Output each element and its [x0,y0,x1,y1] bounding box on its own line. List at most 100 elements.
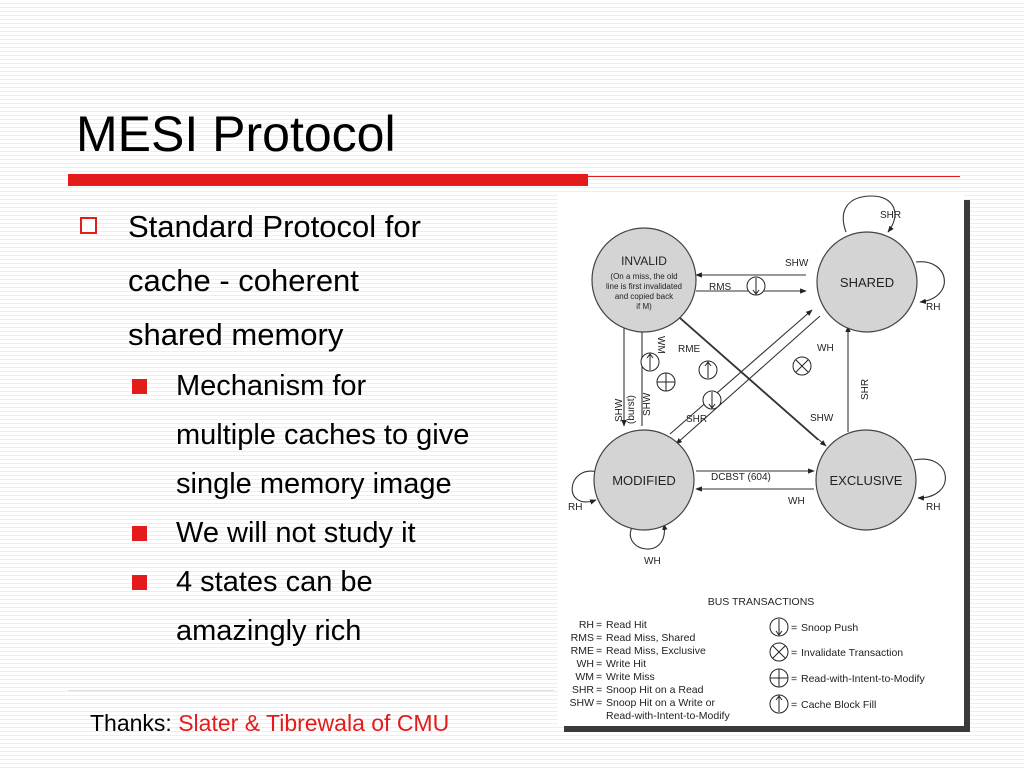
loop-rh-modified [571,470,599,505]
legend-meaning: Snoop Hit on a Write or [606,697,715,709]
state-exclusive: EXCLUSIVE [815,429,917,531]
state-modified: MODIFIED [593,429,695,531]
legend-abbr: WH [577,658,595,670]
label-shw-exclusive-path: SHW [810,413,834,424]
title-underline-line [588,176,960,177]
legend-meaning: Read Miss, Shared [606,632,695,644]
state-invalid: INVALID (On a miss, the old line is firs… [591,227,697,333]
state-invalid-name: INVALID [621,254,667,268]
sub-bullet-item: Mechanism for multiple caches to give si… [128,362,566,509]
legend-equals: = [596,671,602,683]
legend-abbr: WM [575,671,594,683]
arrow-wh-shared-to-modified [675,315,821,445]
label-shw-shared-to-invalid: SHW [785,258,809,269]
label-shr-shared-self: SHR [880,210,901,221]
state-exclusive-name: EXCLUSIVE [830,473,903,488]
legend-symbols [769,617,789,714]
state-modified-name: MODIFIED [612,473,676,488]
legend-equals: = [596,645,602,657]
legend-equals: = [791,647,797,659]
label-shw-burst: SHW [614,398,625,422]
legend-abbr: RH [579,619,594,631]
state-invalid-note: line is first invalidated [606,282,682,291]
cache-block-fill-icon [698,360,718,380]
legend-equals: = [596,619,602,631]
label-rms: RMS [709,282,732,293]
footer-prefix: Thanks: [90,710,179,736]
state-shared-name: SHARED [840,275,894,290]
arrow-shr-modified-to-shared [669,309,813,435]
sub-bullet-line: 4 states can be [176,566,373,598]
label-shr-modified-to-shared: SHR [686,414,707,425]
bullet-list: Standard Protocol for cache - coherent s… [76,200,566,656]
footer-credit: Slater & Tibrewala of CMU [178,710,450,736]
transition-labels: SHR RH SHW RMS RME WM SHW (burst) SHW WH… [568,210,940,567]
legend-symbol-meaning: Invalidate Transaction [801,647,903,659]
bullet-line: Standard Protocol for [128,209,421,244]
sub-bullet-line: We will not study it [176,517,416,549]
arrow-rme-invalid-to-exclusive [675,313,827,447]
legend-meaning: Write Miss [606,671,655,683]
sub-bullet-item: We will not study it [128,509,566,558]
label-rh-exclusive-self: RH [926,502,940,513]
invalidate-transaction-icon [792,356,812,376]
sub-bullet-item: 4 states can be amazingly rich [128,558,566,656]
bullet-line: cache - coherent [128,263,359,298]
footer-credits: Thanks: Slater & Tibrewala of CMU [90,706,449,740]
legend-symbol-meaning: Read-with-Intent-to-Modify [801,673,925,685]
label-dcbst: DCBST (604) [711,472,771,483]
footer-divider [68,690,554,691]
transition-arrows [571,195,946,550]
snoop-push-icon [702,390,722,410]
snoop-push-icon [746,276,766,296]
label-wh-exclusive-to-modified: WH [788,496,805,507]
label-shw-exclusive-to-invalid: SHW [642,392,653,416]
legend-abbr: RME [571,645,594,657]
legend-equals: = [596,632,602,644]
label-shw-burst: (burst) [626,395,637,424]
sub-bullet-line: amazingly rich [176,615,362,647]
filled-square-bullet-icon [132,526,147,541]
bullet-item: Standard Protocol for cache - coherent s… [76,200,566,362]
loop-rh-exclusive [913,458,946,501]
sub-bullet-line: multiple caches to give [176,419,470,451]
legend-equals: = [791,673,797,685]
sub-bullet-line: single memory image [176,468,452,500]
legend-meaning: Write Hit [606,658,646,670]
filled-square-bullet-icon [132,575,147,590]
state-diagram-svg: INVALID (On a miss, the old line is firs… [568,195,946,722]
legend-symbol-labels: = Snoop Push = Invalidate Transaction = … [791,622,925,711]
label-wh-shared-to-modified: WH [817,343,834,354]
legend-abbr: SHW [570,697,595,709]
arrow-shw-exclusive-to-invalid [667,307,819,441]
cache-block-fill-icon [769,694,789,714]
legend-equals: = [596,697,602,709]
invalidate-transaction-icon [769,642,789,662]
snoop-push-icon [769,617,789,637]
hollow-square-bullet-icon [80,217,97,234]
state-shared: SHARED [816,231,918,333]
legend: BUS TRANSACTIONS RH = Read Hit RMS = Rea… [570,596,926,722]
label-rh-shared-self: RH [926,302,940,313]
state-invalid-note: and copied back [615,292,674,301]
filled-square-bullet-icon [132,379,147,394]
edge-symbols [640,276,812,410]
legend-symbol-meaning: Snoop Push [801,622,858,634]
sub-bullet-list: Mechanism for multiple caches to give si… [128,362,566,656]
legend-meaning: Snoop Hit on a Read [606,684,704,696]
mesi-state-diagram: INVALID (On a miss, the old line is firs… [558,194,964,726]
label-wh-modified-self: WH [644,556,661,567]
label-shr-exclusive-to-shared: SHR [860,379,871,400]
legend-abbreviations: RH = Read Hit RMS = Read Miss, Shared RM… [570,619,731,722]
legend-equals: = [596,684,602,696]
loop-rh-shared [915,261,945,304]
label-rh-modified-self: RH [568,502,582,513]
legend-equals: = [791,699,797,711]
state-invalid-note: (On a miss, the old [610,272,677,281]
label-wm: WM [655,336,666,354]
legend-symbol-meaning: Cache Block Fill [801,699,876,711]
state-invalid-note: if M) [636,302,652,311]
read-with-intent-to-modify-icon [656,372,676,392]
slide-title: MESI Protocol [76,106,396,162]
legend-title: BUS TRANSACTIONS [708,596,815,608]
